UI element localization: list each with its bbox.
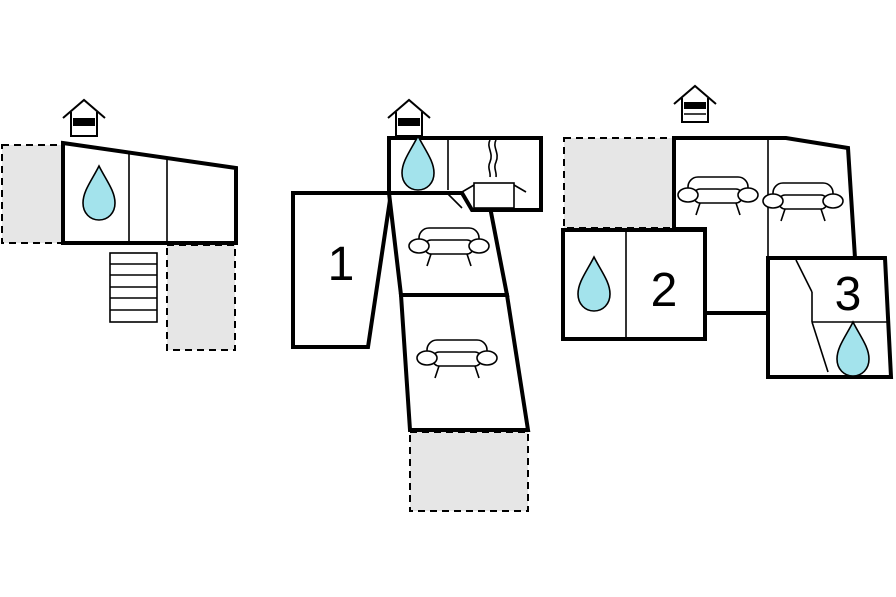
- entrance-house-icon: [387, 99, 431, 137]
- terrace-bottom-left: [166, 244, 236, 351]
- bedroom-3-room: [766, 256, 894, 379]
- terrace-left: [1, 144, 63, 244]
- building-right: 2 3: [561, 85, 894, 379]
- terrace-right: [563, 137, 675, 229]
- bedroom-3-label: 3: [835, 268, 862, 321]
- bedroom-1-label: 1: [328, 238, 355, 291]
- building-left: [1, 99, 238, 351]
- building-middle: 1: [291, 99, 543, 512]
- bedroom-1-room: [291, 191, 394, 349]
- entrance-house-icon: [62, 99, 106, 137]
- terrace-bottom-middle: [409, 431, 529, 512]
- stairs-icon: [109, 252, 158, 323]
- kitchen-steam-icon: [461, 139, 527, 209]
- entrance-house-icon: [673, 85, 717, 123]
- bedroom-2-label: 2: [651, 264, 678, 317]
